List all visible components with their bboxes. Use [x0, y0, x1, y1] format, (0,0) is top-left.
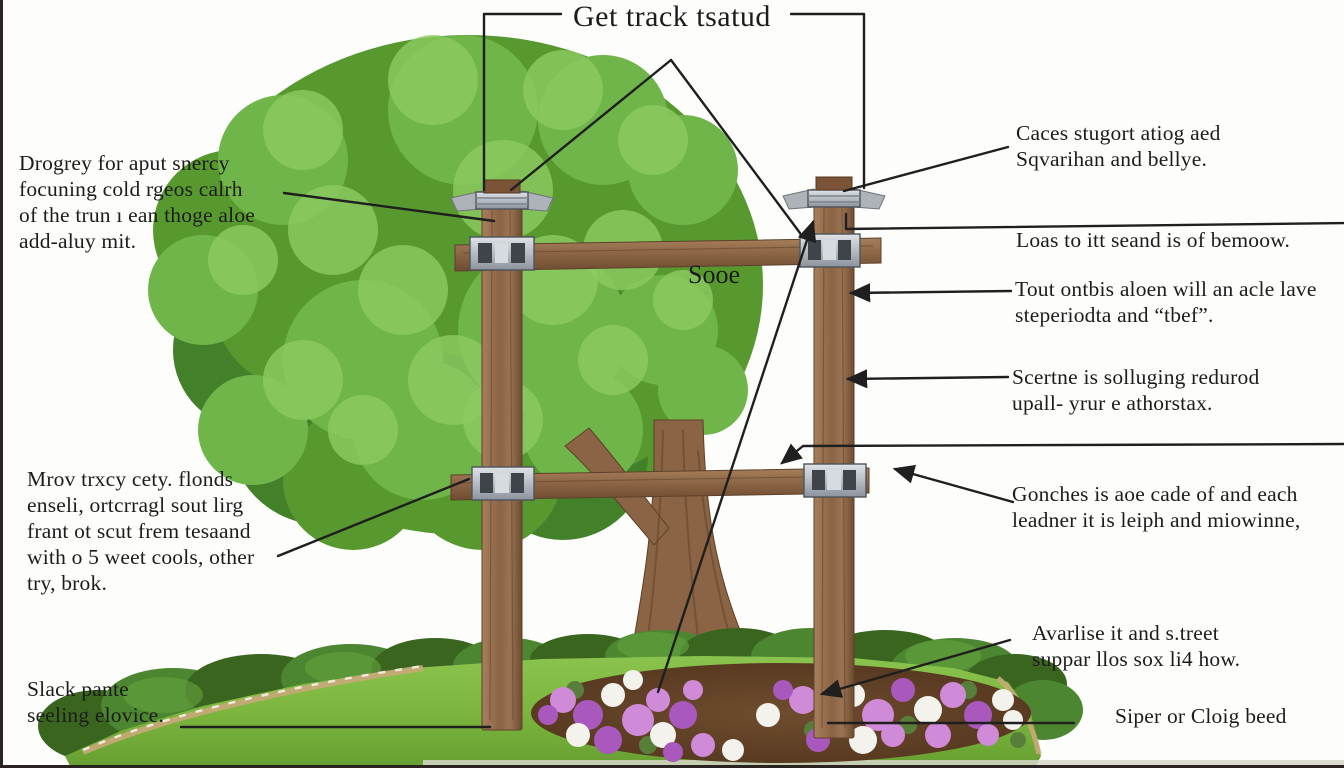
bed-edging-left	[81, 665, 424, 755]
diagram-title: Get track tsatud	[573, 0, 771, 33]
right-post-cap	[782, 176, 886, 210]
leader-left-middle	[276, 477, 471, 558]
lower-right-bracket	[803, 463, 867, 498]
upper-right-bracket	[799, 233, 861, 268]
label-right-cables: Caces stugort atiog aed Sqvarihan and be…	[1016, 121, 1221, 171]
lower-crossbeam	[450, 467, 870, 501]
beam-label: Sooe	[688, 260, 740, 289]
ground-strip	[423, 760, 1344, 765]
label-right-bed: Siper or Cloig beed	[1115, 704, 1287, 728]
leader-right-4	[845, 369, 1010, 389]
label-right-stand: Loas to itt seand is of bemoow.	[1016, 228, 1291, 252]
label-right-base: Avarlise it and s.treet suppar llos sox …	[1032, 621, 1241, 671]
upper-left-bracket	[469, 236, 535, 271]
left-stake-post	[481, 193, 523, 731]
label-right-beam: Gonches is aoe cade of and each leadner …	[1012, 482, 1301, 532]
leader-right-6	[819, 638, 1012, 698]
label-left-top: Drogrey for aput snercy focuning cold rg…	[19, 151, 256, 253]
title-bracket-right	[789, 12, 866, 190]
long-diagonal-line	[656, 219, 817, 694]
flower-bed	[531, 663, 1031, 763]
upper-crossbeam	[454, 237, 882, 272]
leader-right-1	[842, 145, 1010, 193]
leader-right-3	[848, 283, 1013, 303]
lower-left-bracket	[471, 466, 535, 501]
title-bracket-left	[482, 12, 563, 192]
leader-right-5a	[780, 442, 1344, 465]
edging-pebbles	[82, 664, 424, 752]
label-left-bottom: Slack pante seeling elovice.	[27, 677, 164, 727]
leader-left-top	[282, 191, 496, 223]
apex-line-left	[509, 58, 673, 192]
leader-right-5b	[892, 464, 1015, 504]
leader-right-2	[844, 212, 1344, 231]
label-left-middle: Mrov trxcy cety. flonds enseli, ortcrrag…	[27, 467, 255, 595]
left-post-cap	[450, 179, 554, 212]
tree-staking-illustration	[38, 12, 1344, 765]
staking-structure	[450, 176, 886, 739]
label-right-support: Scertne is solluging redurod upall- yrur…	[1012, 365, 1260, 415]
tree-canopy	[148, 35, 763, 550]
apex-line-right	[669, 58, 802, 235]
label-right-post: Tout ontbis aloen will an acle lave step…	[1015, 277, 1317, 327]
leader-lines	[179, 12, 1344, 729]
